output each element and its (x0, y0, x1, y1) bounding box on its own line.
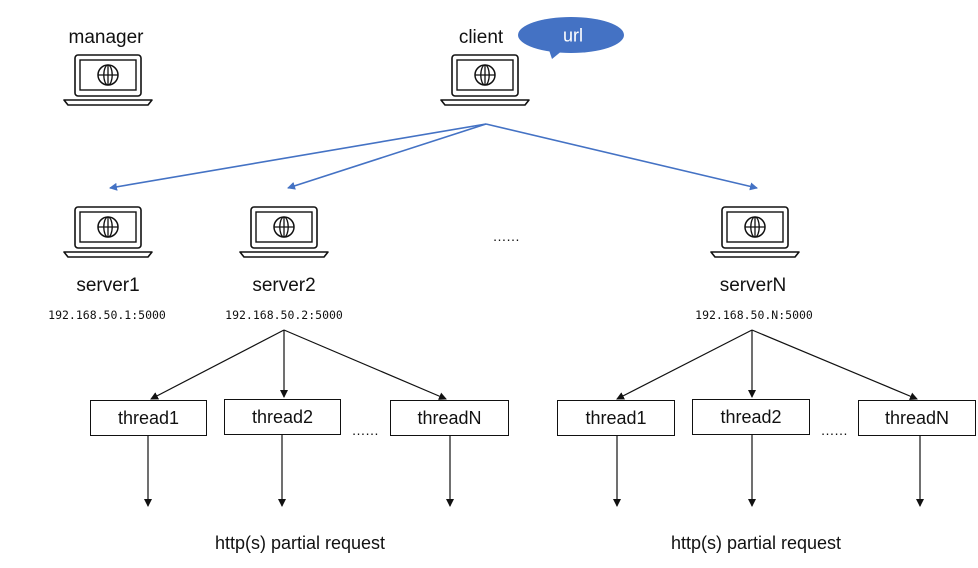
server2-to-thread1-arrow (150, 329, 285, 400)
thread-box-left-1: thread1 (90, 400, 207, 436)
thread-box-right-1: thread1 (557, 400, 675, 436)
thread-ellipsis-left: …… (351, 422, 380, 438)
serverN-to-thread1-arrow (616, 329, 753, 400)
serverN-laptop-icon (710, 206, 800, 258)
client-laptop-icon (440, 54, 530, 106)
thread-box-left-n: threadN (390, 400, 509, 436)
url-speech-bubble (518, 17, 624, 59)
thread-box-right-2: thread2 (692, 399, 810, 435)
server-ellipsis: …… (492, 228, 521, 244)
thread-ellipsis-right: …… (820, 422, 849, 438)
manager-label: manager (68, 27, 144, 48)
serverN-address: 192.168.50.N:5000 (695, 308, 813, 322)
thread-box-right-n: threadN (858, 400, 976, 436)
url-bubble-label: url (562, 25, 584, 46)
server1-address: 192.168.50.1:5000 (48, 308, 166, 322)
partial-request-caption-right: http(s) partial request (670, 533, 842, 553)
partial-request-caption-left: http(s) partial request (214, 533, 386, 553)
thread-box-left-2: thread2 (224, 399, 341, 435)
server1-label: server1 (76, 275, 140, 296)
serverN-label: serverN (719, 275, 787, 296)
client-to-serverN-arrow (485, 123, 758, 191)
server1-laptop-icon (63, 206, 153, 258)
server2-to-threadN-arrow (283, 329, 447, 400)
manager-laptop-icon (63, 54, 153, 106)
server2-laptop-icon (239, 206, 329, 258)
client-to-server2-arrow (287, 123, 487, 190)
server2-label: server2 (252, 275, 316, 296)
server2-address: 192.168.50.2:5000 (225, 308, 343, 322)
client-label: client (458, 27, 504, 48)
serverN-to-threadN-arrow (751, 329, 918, 400)
client-to-server1-arrow (109, 123, 487, 191)
